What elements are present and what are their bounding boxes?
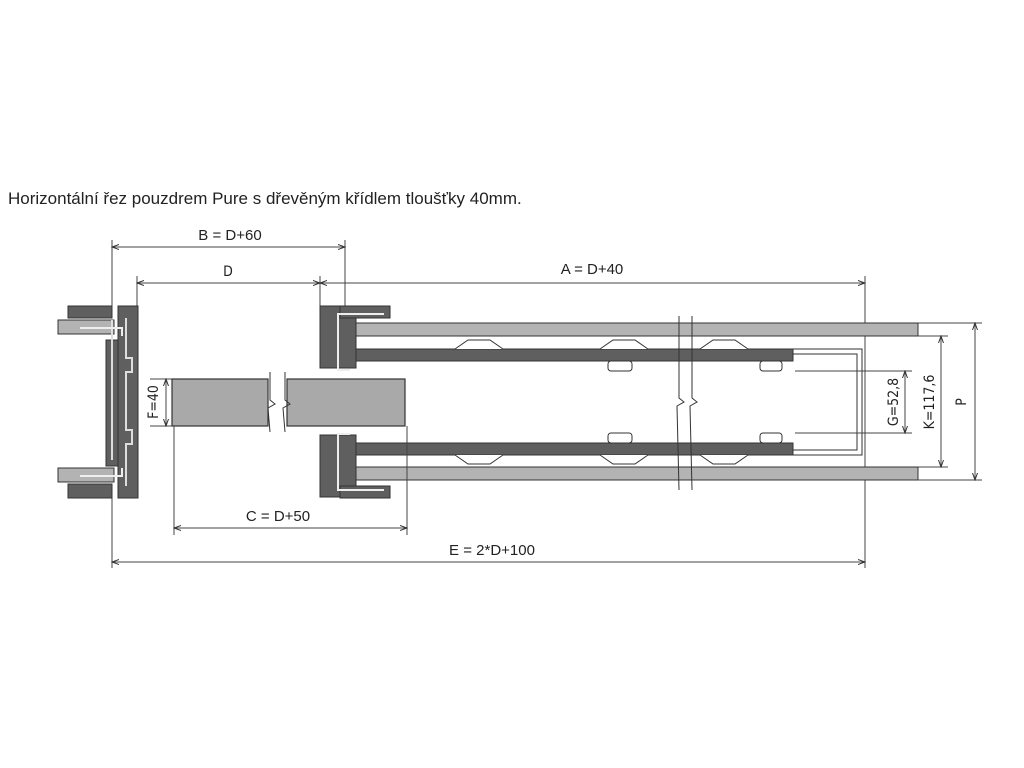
left-frame: [57, 305, 139, 499]
dimension-b: B = D+60: [112, 227, 345, 318]
dimension-e-label: E = 2*D+100: [449, 542, 535, 559]
dimension-e: E = 2*D+100: [112, 498, 865, 568]
dimension-c-label: C = D+50: [246, 508, 310, 525]
dimension-b-label: B = D+60: [198, 227, 261, 244]
door-leaf: [171, 372, 406, 433]
dimension-g: G=52,8: [795, 371, 912, 433]
dimension-a: A = D+40: [320, 261, 865, 568]
dimension-d: D: [137, 264, 320, 380]
dimension-p-label: P: [954, 398, 970, 406]
dimension-p: P: [918, 323, 982, 480]
dimension-g-label: G=52,8: [886, 378, 902, 426]
dimension-d-label: D: [223, 264, 233, 280]
dimension-k: K=117,6: [918, 336, 948, 467]
dimension-f-label: F=40: [146, 385, 162, 419]
dimension-a-label: A = D+40: [561, 261, 624, 278]
pocket-spacers: [454, 339, 783, 465]
dimension-c: C = D+50: [174, 426, 407, 535]
pocket-break-marks: [676, 316, 698, 491]
pocket-cladding: [329, 322, 919, 481]
dimension-k-label: K=117,6: [922, 375, 938, 430]
dimension-f: F=40: [146, 379, 172, 426]
pocket-end-channel: [793, 348, 863, 456]
pocket-jamb-profiles: [319, 305, 391, 499]
drawing-caption: Horizontální řez pouzdrem Pure s dřevěný…: [8, 189, 522, 208]
